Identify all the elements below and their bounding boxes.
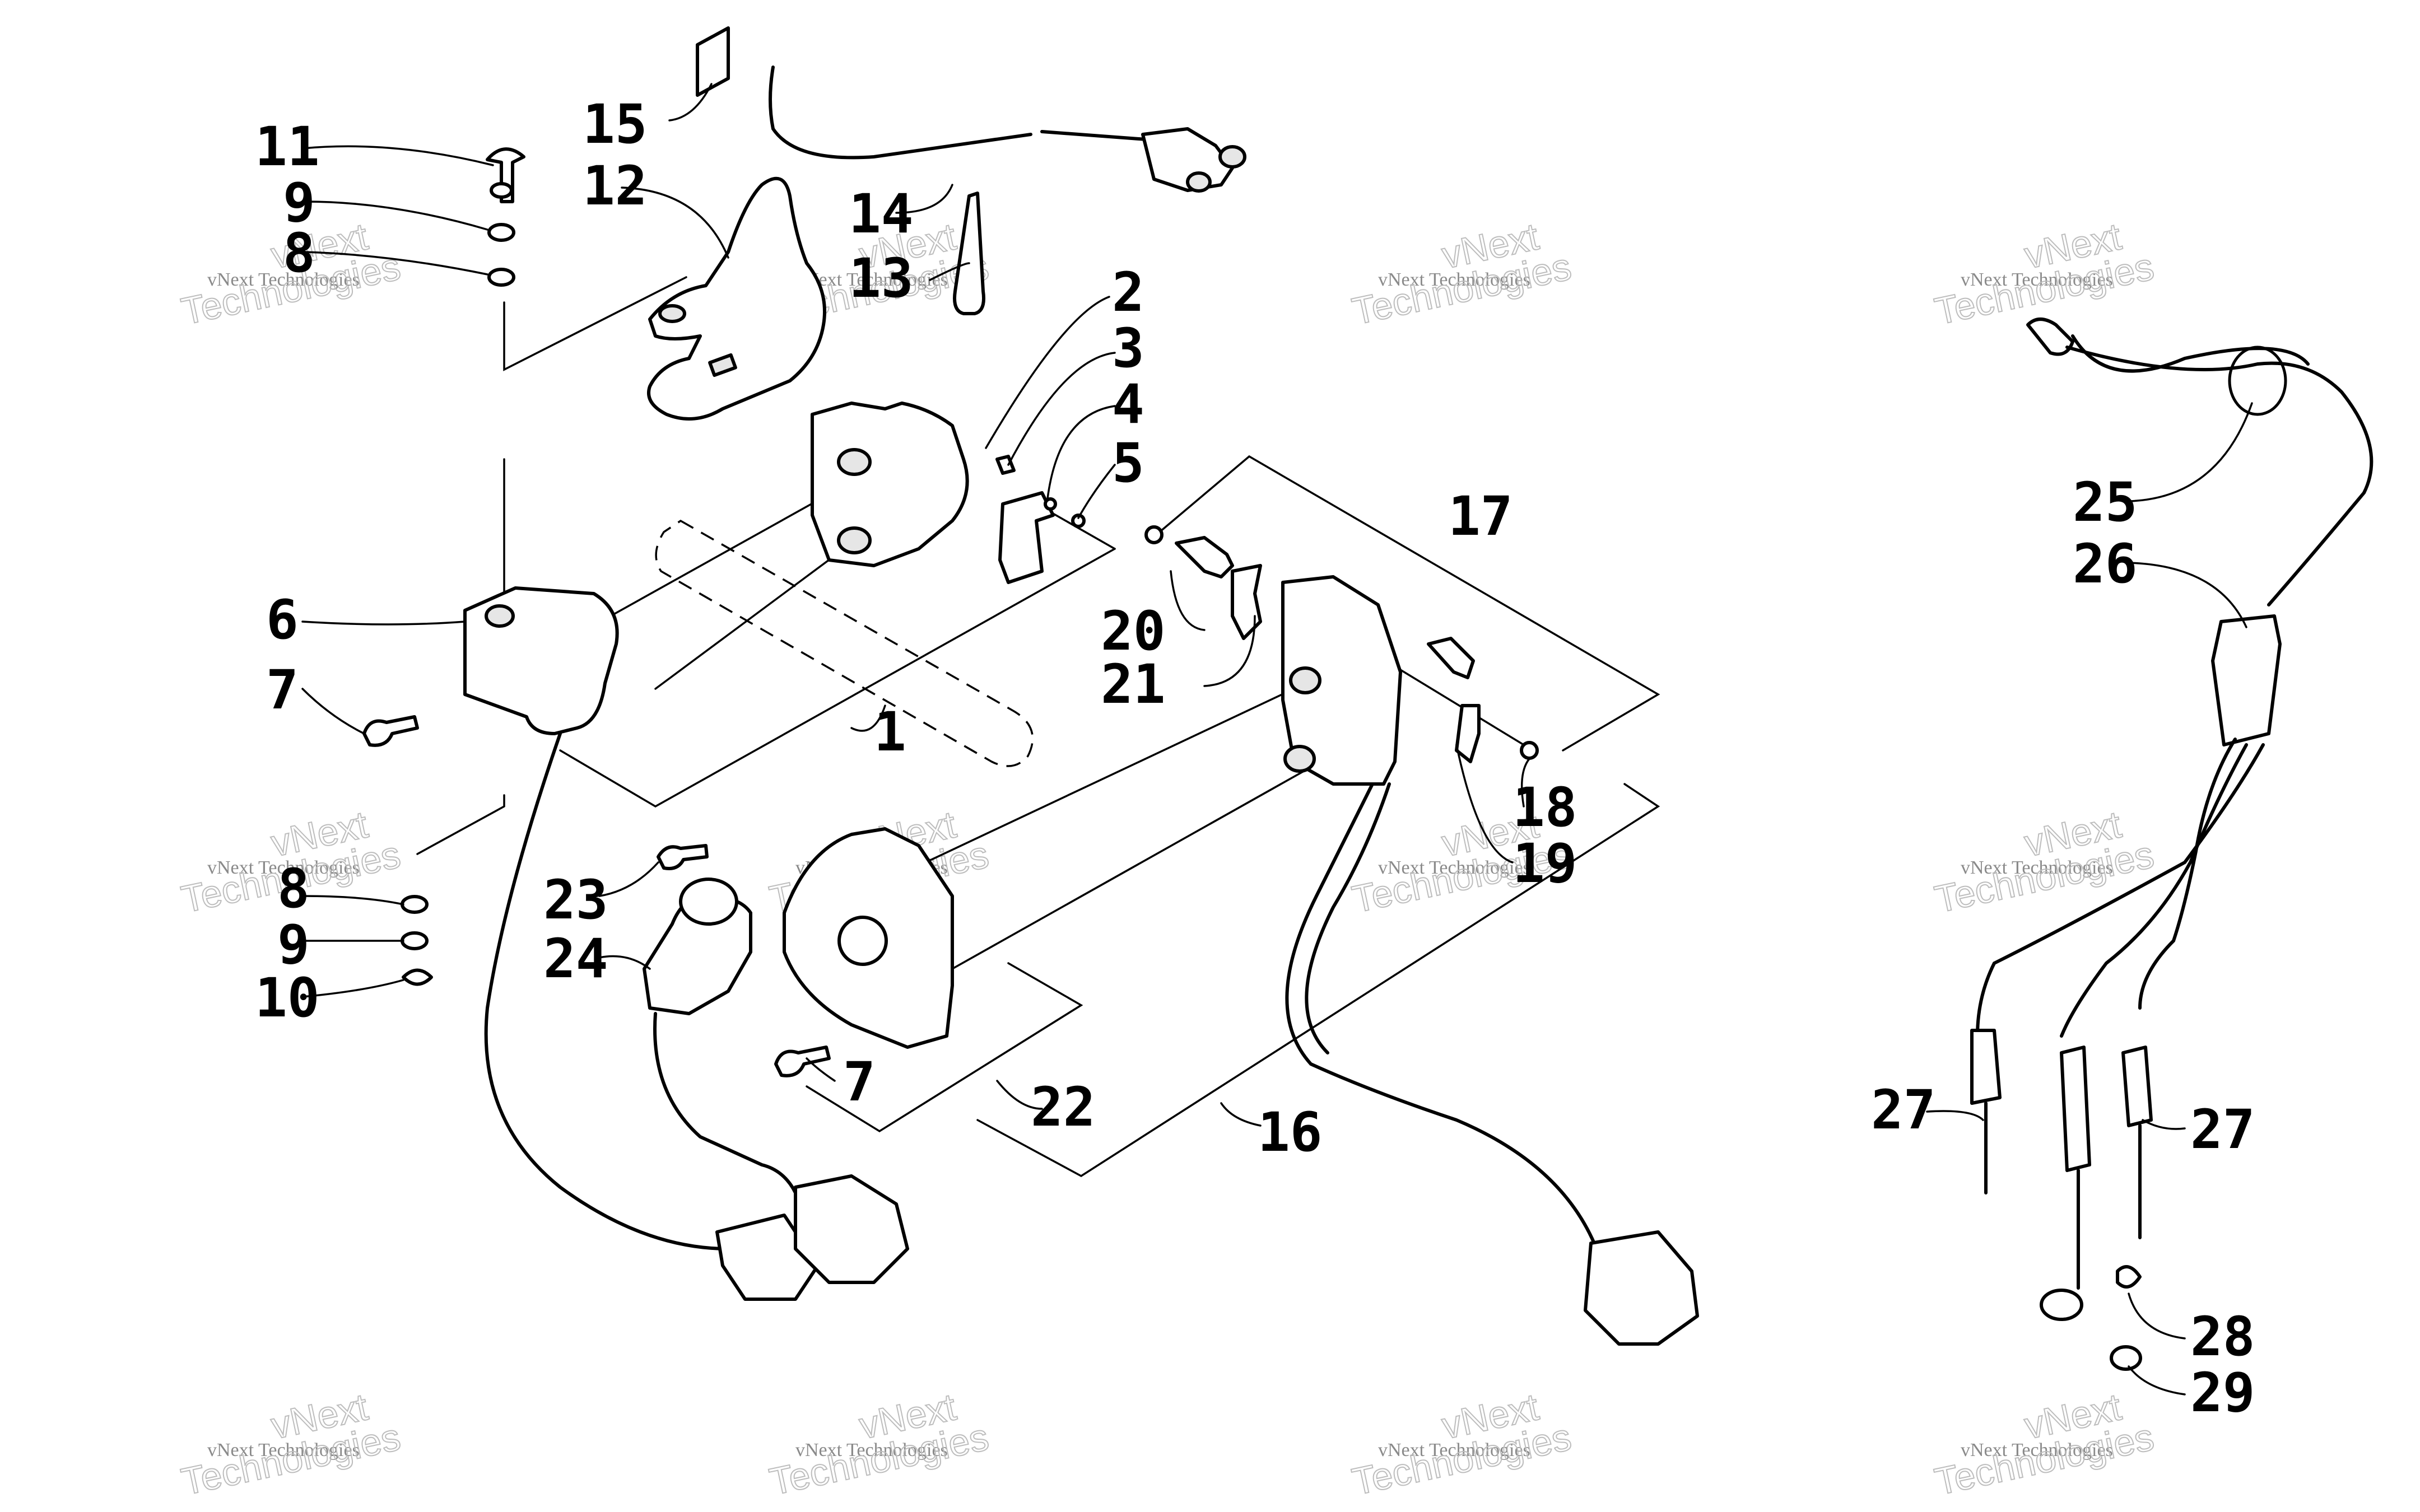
svg-text:vNext Technologies: vNext Technologies <box>1378 1440 1530 1460</box>
callout-29: 29 <box>2190 1361 2255 1424</box>
heater-harness <box>1970 318 2374 1371</box>
svg-text:vNext Technologies: vNext Technologies <box>207 269 360 290</box>
callout-9: 9 <box>283 171 315 234</box>
callout-11: 11 <box>255 115 320 178</box>
callout-19: 19 <box>1513 832 1577 895</box>
callout-26: 26 <box>2073 533 2138 595</box>
callout-7: 7 <box>266 659 299 721</box>
svg-text:vNext Technologies: vNext Technologies <box>1378 857 1530 878</box>
callout-9-lower: 9 <box>277 913 310 976</box>
callout-4: 4 <box>1112 373 1144 436</box>
svg-text:vNext Technologies: vNext Technologies <box>1961 269 2113 290</box>
callout-22: 22 <box>1031 1076 1096 1138</box>
watermark: vNext Technologies vNext Technologies vN… <box>177 214 2158 1504</box>
callout-labels: 11 9 8 12 15 14 13 2 3 4 5 6 7 1 17 20 2… <box>255 93 2255 1424</box>
callout-1: 1 <box>874 701 906 763</box>
callout-3: 3 <box>1112 317 1144 380</box>
callout-25: 25 <box>2073 471 2138 534</box>
leader-lines <box>301 83 2253 1396</box>
callout-15: 15 <box>583 93 648 156</box>
callout-24: 24 <box>543 927 608 990</box>
callout-8-lower: 8 <box>277 857 310 920</box>
callout-14: 14 <box>849 183 914 245</box>
callout-2: 2 <box>1112 261 1144 324</box>
svg-text:vNext Technologies: vNext Technologies <box>1378 269 1530 290</box>
svg-text:vNext Technologies: vNext Technologies <box>1961 1440 2113 1460</box>
callout-8: 8 <box>283 222 315 284</box>
callout-27-left: 27 <box>1871 1079 1936 1141</box>
callout-21: 21 <box>1101 653 1166 716</box>
callout-28: 28 <box>2190 1305 2255 1368</box>
wiring <box>484 732 1699 1346</box>
callout-7-lower: 7 <box>843 1051 876 1113</box>
callout-6: 6 <box>266 589 299 651</box>
callout-27-right: 27 <box>2190 1098 2255 1161</box>
callout-17: 17 <box>1448 485 1513 548</box>
callout-23: 23 <box>543 869 608 931</box>
throttle-housing <box>362 26 1539 1077</box>
callout-20: 20 <box>1101 600 1166 662</box>
callout-18: 18 <box>1513 776 1577 839</box>
svg-text:vNext Technologies: vNext Technologies <box>207 1440 360 1460</box>
callout-16: 16 <box>1258 1101 1323 1164</box>
svg-text:vNext Technologies: vNext Technologies <box>207 857 360 878</box>
callout-10: 10 <box>255 967 320 1029</box>
svg-text:vNext Technologies: vNext Technologies <box>1961 857 2113 878</box>
callout-5: 5 <box>1112 432 1144 494</box>
callout-13: 13 <box>849 247 914 310</box>
callout-12: 12 <box>583 155 648 217</box>
svg-text:vNext Technologies: vNext Technologies <box>795 1440 948 1460</box>
